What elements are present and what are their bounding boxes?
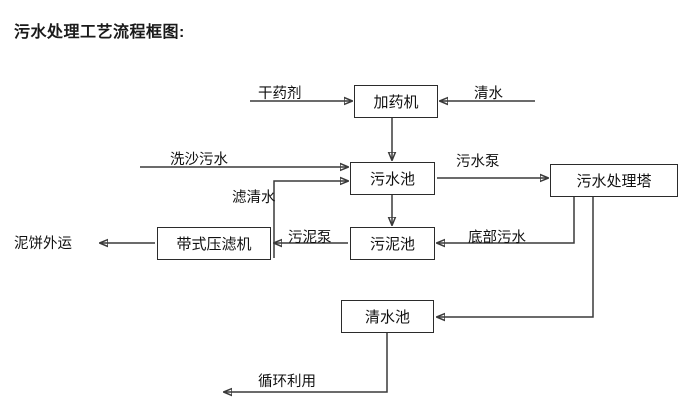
node-wastewater-pool-label: 污水池: [369, 171, 415, 188]
edge-label-bottom-sewage: 底部污水: [468, 230, 526, 246]
edge-label-sand-wash-sewage: 洗沙污水: [170, 152, 228, 168]
node-wastewater-pool[interactable]: 污水池: [350, 162, 435, 195]
terminal-label-mud-cake-out: 泥饼外运: [14, 236, 72, 252]
edge-label-sewage-pump: 污水泵: [456, 154, 500, 170]
node-sludge-pool[interactable]: 污泥池: [350, 227, 435, 260]
edge-filtered-water-to-wastewater-pool: [273, 181, 348, 258]
node-belt-filter-press-label: 带式压滤机: [176, 236, 252, 253]
edge-label-clean-water: 清水: [474, 86, 503, 102]
edge-label-sludge-pump: 污泥泵: [288, 230, 332, 246]
edge-label-recycle-reuse: 循环利用: [258, 374, 316, 390]
node-treatment-tower-label: 污水处理塔: [576, 173, 652, 190]
edge-tower-to-clear-water-pool: [437, 197, 594, 317]
node-dosing-machine[interactable]: 加药机: [354, 85, 438, 118]
node-sludge-pool-label: 污泥池: [369, 236, 415, 253]
edge-clear-water-pool-to-recycle: [224, 333, 388, 392]
edge-label-filtered-water: 滤清水: [232, 190, 276, 206]
edge-tower-bottom-sewage-to-sludge-pool: [437, 197, 575, 243]
node-treatment-tower[interactable]: 污水处理塔: [550, 164, 678, 197]
node-dosing-machine-label: 加药机: [373, 94, 419, 111]
node-clear-water-pool[interactable]: 清水池: [341, 300, 434, 333]
edge-label-dry-chemical: 干药剂: [258, 86, 302, 102]
node-clear-water-pool-label: 清水池: [364, 309, 410, 326]
node-belt-filter-press[interactable]: 带式压滤机: [157, 227, 271, 260]
page-title: 污水处理工艺流程框图:: [14, 24, 185, 41]
